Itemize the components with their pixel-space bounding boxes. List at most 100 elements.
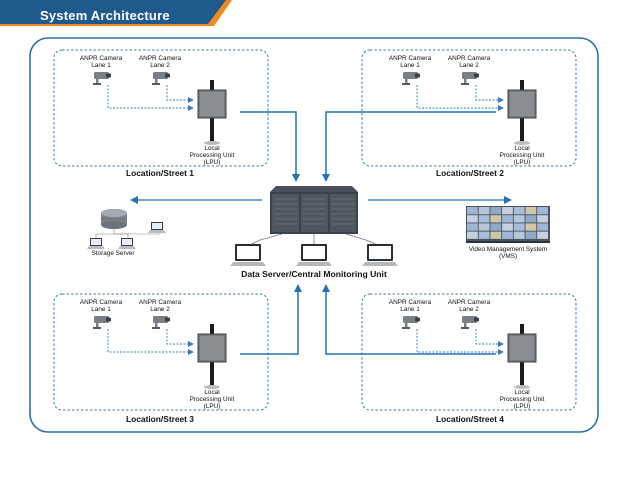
video-wall-screen	[478, 215, 490, 223]
central-unit-label: Data Server/Central Monitoring Unit	[241, 269, 387, 279]
camera-2-label-a: ANPR Camera	[448, 299, 491, 306]
location-3-group: ANPR Camera Lane 1 ANPR Camera Lane 2 Lo…	[53, 293, 269, 424]
laptop-icon	[148, 222, 166, 233]
camera-1-label-a: ANPR Camera	[80, 55, 123, 62]
location-4-label: Location/Street 4	[436, 414, 504, 424]
lpu-label-a: Local	[514, 145, 529, 152]
location-3-box	[53, 293, 269, 411]
video-wall-screen	[490, 231, 502, 239]
video-wall-screen	[490, 215, 502, 223]
location-2-group: ANPR Camera Lane 1 ANPR Camera Lane 2 Lo…	[361, 49, 577, 178]
video-wall-screen	[537, 215, 548, 223]
lpu-icon	[197, 79, 227, 146]
camera-icon	[152, 316, 170, 329]
location-3-label: Location/Street 3	[126, 414, 194, 424]
camera-2-label-b: Lane 2	[150, 306, 170, 313]
video-wall-screen	[513, 207, 525, 215]
video-wall-screen	[490, 207, 502, 215]
location-2-label: Location/Street 2	[436, 168, 504, 178]
video-wall-screen	[525, 223, 537, 231]
location-1-box	[53, 49, 269, 167]
laptop-icon	[230, 244, 266, 266]
lpu-label-a: Local	[514, 389, 529, 396]
lpu-label-c: (LPU)	[204, 403, 221, 410]
lpu-label-c: (LPU)	[514, 403, 531, 410]
video-wall-screen	[502, 231, 513, 239]
video-wall-screen	[537, 223, 548, 231]
arrow-loc4-to-central	[322, 284, 496, 355]
camera-icon	[461, 316, 479, 329]
lpu-icon	[507, 79, 537, 146]
camera-2-label-b: Lane 2	[459, 62, 479, 69]
lpu-label-b: Processing Unit	[500, 396, 545, 403]
storage-server-label: Storage Server	[92, 250, 136, 257]
camera-1-label-b: Lane 1	[400, 306, 420, 313]
location-4-box	[361, 293, 577, 411]
lpu-icon	[197, 323, 227, 390]
location-4-group: ANPR Camera Lane 1 ANPR Camera Lane 2 Lo…	[361, 293, 577, 424]
camera-2-label-b: Lane 2	[150, 62, 170, 69]
video-wall-screen	[537, 207, 548, 215]
page-title: System Architecture	[40, 8, 170, 23]
video-wall-screen	[502, 207, 513, 215]
video-wall-screen	[525, 215, 537, 223]
laptop-icon	[118, 238, 136, 249]
video-wall-screen	[525, 207, 537, 215]
video-wall-icon	[466, 206, 550, 243]
lpu-label-c: (LPU)	[514, 159, 531, 166]
video-wall-screen	[513, 231, 525, 239]
location-1-label: Location/Street 1	[126, 168, 194, 178]
arrow-loc2-to-central	[322, 111, 496, 182]
video-wall-screen	[490, 223, 502, 231]
lpu-label-a: Local	[204, 389, 219, 396]
video-wall-screen	[478, 231, 490, 239]
video-wall-screen	[467, 215, 478, 223]
camera-icon	[93, 316, 111, 329]
camera-1-label-a: ANPR Camera	[80, 299, 123, 306]
lpu-label-c: (LPU)	[204, 159, 221, 166]
lpu-icon	[507, 323, 537, 390]
vms-label-b: (VMS)	[499, 253, 517, 260]
video-wall-screen	[502, 215, 513, 223]
video-wall-screen	[537, 231, 548, 239]
camera-2-label-a: ANPR Camera	[139, 299, 182, 306]
camera-1-label-a: ANPR Camera	[389, 55, 432, 62]
camera-icon	[152, 72, 170, 85]
lpu-label-b: Processing Unit	[500, 152, 545, 159]
lpu-label-b: Processing Unit	[190, 396, 235, 403]
laptop-icon	[362, 244, 398, 266]
video-wall-screen	[513, 223, 525, 231]
camera-1-label-b: Lane 1	[400, 62, 420, 69]
video-wall-screen	[525, 231, 537, 239]
video-wall-screen	[513, 215, 525, 223]
camera-2-label-a: ANPR Camera	[139, 55, 182, 62]
video-wall-screen	[467, 231, 478, 239]
video-wall-screen	[478, 207, 490, 215]
camera-icon	[402, 72, 420, 85]
camera-icon	[93, 72, 111, 85]
location-1-group: ANPR Camera Lane 1 ANPR Camera Lane 2 Lo…	[53, 49, 269, 178]
arrow-loc1-to-central	[240, 111, 300, 182]
server-rack-icon	[270, 186, 358, 234]
location-2-box	[361, 49, 577, 167]
outer-frame	[29, 37, 599, 433]
camera-2-label-b: Lane 2	[459, 306, 479, 313]
video-wall-screen	[502, 223, 513, 231]
camera-1-label-b: Lane 1	[91, 62, 111, 69]
video-wall-screen	[467, 207, 478, 215]
laptop-icon	[87, 238, 105, 249]
arrow-loc3-to-central	[240, 284, 302, 355]
title-banner	[0, 0, 232, 26]
video-wall-screen	[478, 223, 490, 231]
video-wall-screen	[467, 223, 478, 231]
camera-1-label-a: ANPR Camera	[389, 299, 432, 306]
lpu-label-a: Local	[204, 145, 219, 152]
lpu-label-b: Processing Unit	[190, 152, 235, 159]
storage-server-icon	[95, 209, 161, 238]
camera-icon	[461, 72, 479, 85]
camera-1-label-b: Lane 1	[91, 306, 111, 313]
camera-2-label-a: ANPR Camera	[448, 55, 491, 62]
banner-bar	[0, 0, 226, 24]
laptop-icon	[296, 244, 332, 266]
